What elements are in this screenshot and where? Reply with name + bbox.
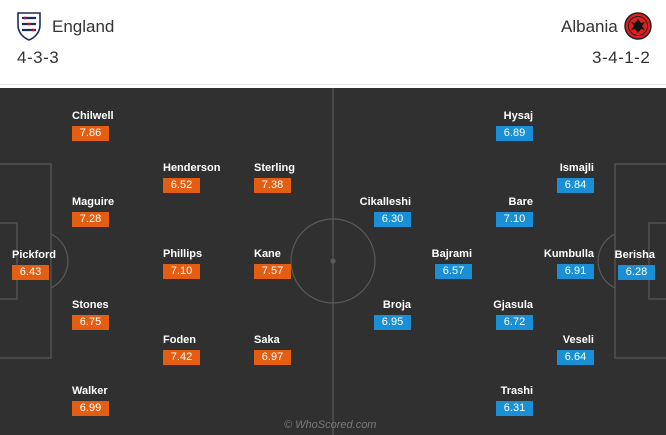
player-name: Kane	[254, 248, 281, 260]
player-rating: 6.95	[374, 315, 411, 330]
player-name: Veseli	[562, 334, 594, 346]
player-rating: 6.64	[557, 350, 594, 365]
player-name: Bare	[508, 196, 533, 208]
player-name: Gjasula	[493, 299, 533, 311]
player-name: Stones	[72, 299, 109, 311]
player-rating: 7.42	[163, 350, 200, 365]
header-divider	[0, 84, 666, 85]
whoscored-watermark: © WhoScored.com	[284, 419, 377, 431]
home-formation: 4-3-3	[17, 48, 60, 67]
england-crest-icon	[16, 11, 42, 46]
player-gjasula[interactable]: Gjasula 6.72	[470, 299, 533, 337]
player-hysaj[interactable]: Hysaj 6.89	[470, 110, 533, 148]
player-rating: 6.97	[254, 350, 291, 365]
player-name: Bajrami	[431, 248, 472, 260]
player-kumbulla[interactable]: Kumbulla 6.91	[520, 248, 594, 286]
player-rating: 7.10	[496, 212, 533, 227]
player-name: Broja	[382, 299, 411, 311]
player-veseli[interactable]: Veseli 6.64	[520, 334, 594, 372]
player-broja[interactable]: Broja 6.95	[350, 299, 411, 337]
player-name: Ismajli	[559, 162, 594, 174]
player-rating: 7.38	[254, 178, 291, 193]
player-rating: 6.75	[72, 315, 109, 330]
player-rating: 6.84	[557, 178, 594, 193]
player-berisha[interactable]: Berisha 6.28	[600, 249, 655, 287]
player-rating: 6.91	[557, 264, 594, 279]
away-formation: 3-4-1-2	[592, 48, 651, 67]
player-rating: 6.31	[496, 401, 533, 416]
player-name: Berisha	[614, 249, 655, 261]
player-name: Saka	[254, 334, 280, 346]
player-name: Kumbulla	[543, 248, 594, 260]
player-name: Phillips	[163, 248, 203, 260]
match-header: England 4-3-3 Albania 3-4-1-2	[0, 0, 666, 84]
player-rating: 7.86	[72, 126, 109, 141]
player-rating: 7.28	[72, 212, 109, 227]
player-rating: 6.28	[618, 265, 655, 280]
player-rating: 6.89	[496, 126, 533, 141]
player-trashi[interactable]: Trashi 6.31	[470, 385, 533, 423]
player-rating: 6.52	[163, 178, 200, 193]
player-name: Henderson	[163, 162, 221, 174]
player-name: Chilwell	[72, 110, 114, 122]
player-name: Hysaj	[503, 110, 533, 122]
player-rating: 6.43	[12, 265, 49, 280]
player-name: Pickford	[12, 249, 57, 261]
albania-crest-icon	[624, 12, 652, 45]
player-bare[interactable]: Bare 7.10	[470, 196, 533, 234]
player-rating: 6.30	[374, 212, 411, 227]
home-team-name[interactable]: England	[52, 17, 115, 36]
player-name: Cikalleshi	[359, 196, 411, 208]
player-rating: 6.57	[435, 264, 472, 279]
pitch: Pickford 6.43 Chilwell 7.86 Maguire 7.28…	[0, 88, 666, 435]
player-name: Trashi	[500, 385, 533, 397]
player-rating: 6.72	[496, 315, 533, 330]
player-name: Walker	[72, 385, 108, 397]
player-name: Maguire	[72, 196, 115, 208]
away-team-name[interactable]: Albania	[561, 17, 618, 36]
player-rating: 6.99	[72, 401, 109, 416]
pitch-markings	[0, 88, 666, 435]
player-rating: 7.57	[254, 264, 291, 279]
player-bajrami[interactable]: Bajrami 6.57	[400, 248, 472, 286]
player-ismajli[interactable]: Ismajli 6.84	[520, 162, 594, 200]
player-name: Sterling	[254, 162, 295, 174]
player-rating: 7.10	[163, 264, 200, 279]
player-cikalleshi[interactable]: Cikalleshi 6.30	[340, 196, 411, 234]
player-name: Foden	[163, 334, 196, 346]
